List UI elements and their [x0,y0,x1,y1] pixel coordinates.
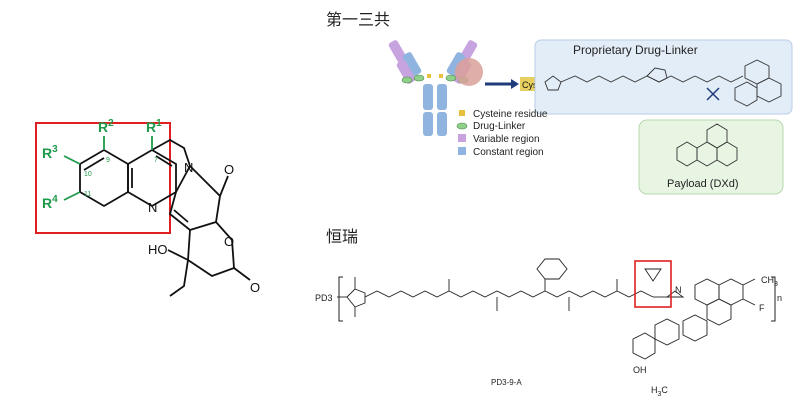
fluoro-label: F [759,303,765,313]
legend-label-cysteine: Cysteine residue [473,109,548,120]
ethyl-methyl-label: H3C [651,385,668,398]
legend-label-variable: Variable region [473,134,540,145]
legend-label-constant: Constant region [473,147,544,158]
repeat-n: n [777,293,782,303]
cyclopropyl-highlight-box [634,260,672,308]
hengrui-pd3-9-a-structure: PD3 n CH3 F N OH H3C PD3-9-A [315,258,782,398]
oh-label: OH [633,365,647,375]
drug-linker-box [534,39,793,115]
heading-daiichi: 第一三共 [326,10,391,29]
camptothecin-scaffold: R1 R2 R3 R4 9 7 10 11 N N O O HO O [35,118,260,297]
payload-label: Payload (DXd) [667,178,739,190]
daiichi-adc-schematic: Cys Proprietary Drug-Linker Payload (DXd… [388,39,793,195]
pd3-label: PD3 [315,293,333,303]
pos-10: 10 [84,171,92,178]
drug-linker-title: Proprietary Drug-Linker [573,43,698,57]
pos-7: 7 [154,157,158,164]
compound-label: PD3-9-A [491,378,522,387]
methyl-label: CH3 [761,275,778,288]
payload-structure [676,123,738,167]
atom-o-ring: O [224,234,234,249]
legend: Cysteine residue Drug-Linker Variable re… [456,109,548,158]
drug-linker-structure [544,59,782,107]
r2-label: R2 [98,118,114,135]
legend-swatch-cysteine [459,110,465,116]
payload-box [638,119,784,195]
atom-o-oxo: O [224,162,234,177]
atom-o-lactone: O [250,280,260,295]
scaffold-highlight-box [35,122,171,234]
cys-label: Cys [522,80,538,90]
r4-label: R4 [42,194,58,211]
legend-swatch-drug-linker [456,122,468,130]
atom-n-quinoline: N [148,200,157,215]
r3-label: R3 [42,144,58,161]
pos-9: 9 [106,157,110,164]
linker-chain [337,258,756,360]
legend-swatch-variable [458,134,466,142]
pos-11: 11 [84,191,91,198]
legend-label-drug-linker: Drug-Linker [473,121,526,132]
antibody-icon [388,40,483,136]
heading-hengrui: 恒瑞 [326,227,359,246]
r1-label: R1 [146,118,162,135]
atom-n-pyridone: N [184,160,193,175]
legend-swatch-constant [458,147,466,155]
atom-ho: HO [148,242,168,257]
nh-label: N [675,285,682,295]
